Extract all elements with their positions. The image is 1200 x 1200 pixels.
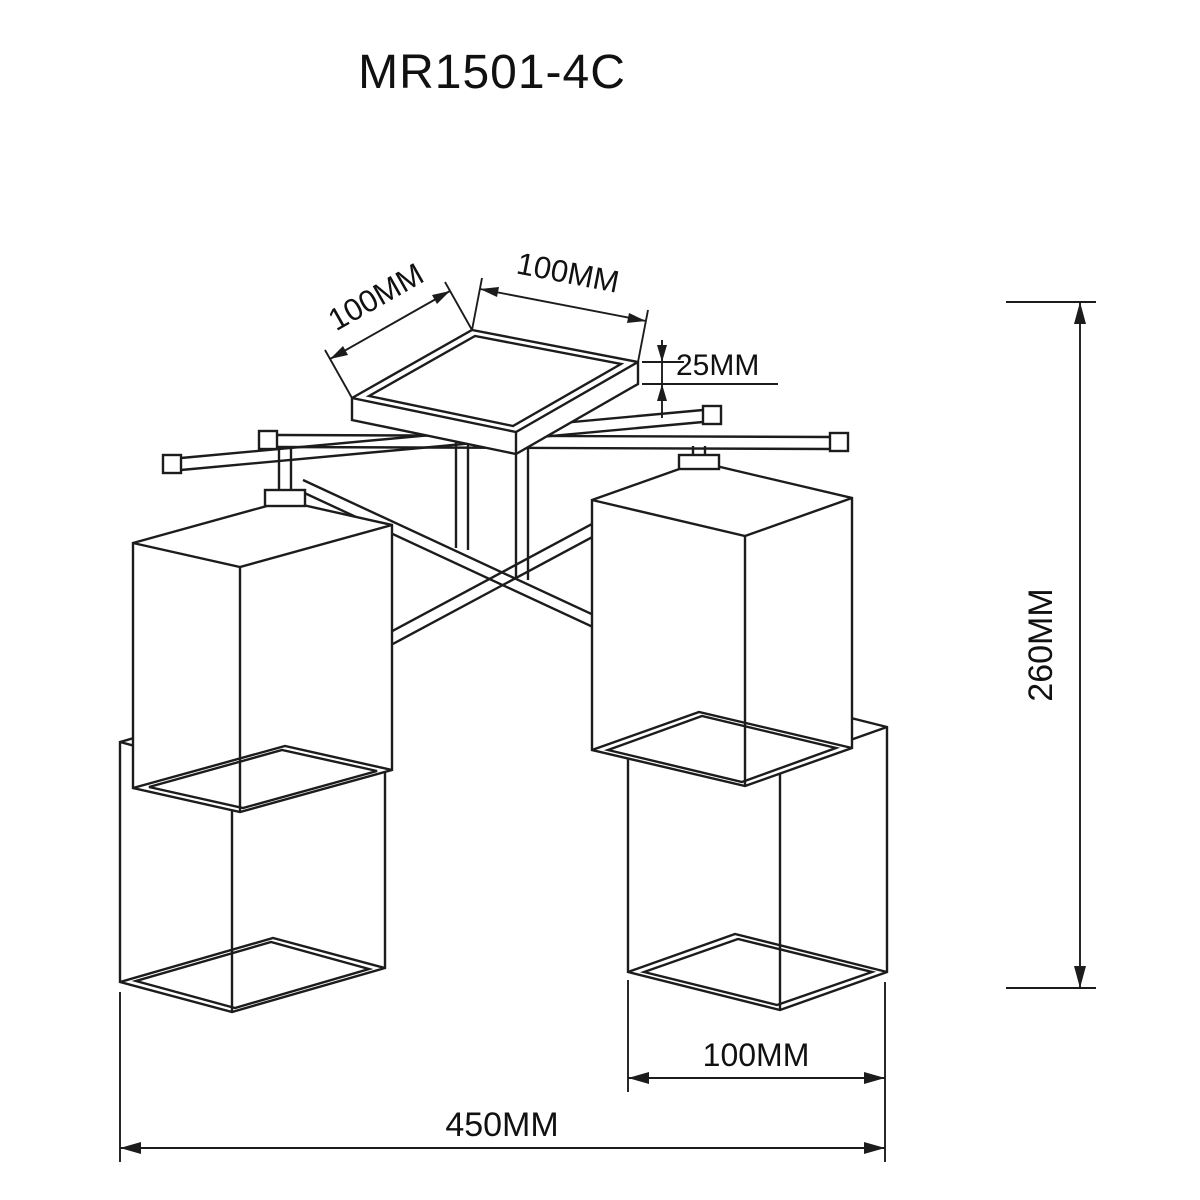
shade-mount-upper-left [263, 488, 307, 508]
dim-shade-width [627, 980, 885, 1092]
shade-mount-upper-right [677, 453, 721, 471]
dim-label-canopy-edge-left: 100MM [322, 256, 429, 337]
dim-fixture-height [1006, 301, 1096, 989]
shade-upper-left [131, 499, 394, 814]
dimension-lines [119, 277, 1096, 1162]
arm-cap-left [257, 429, 279, 451]
dim-overall-width [119, 982, 886, 1162]
arm-cap-far-right [828, 431, 850, 453]
ceiling-canopy [350, 328, 640, 456]
dim-label-overall-width: 450MM [445, 1106, 558, 1144]
dim-canopy-edge-right [471, 277, 649, 363]
drawing-title: MR1501-4C [358, 46, 626, 99]
arm-end-caps [161, 404, 850, 475]
dim-label-fixture-height: 260MM [1022, 588, 1060, 701]
dim-canopy-thickness [642, 340, 778, 418]
shade-upper-right [590, 460, 854, 788]
dim-label-shade-width: 100MM [703, 1037, 810, 1073]
dim-label-canopy-edge-right: 100MM [514, 246, 622, 300]
arm-cap-far-left [161, 453, 183, 475]
dim-label-canopy-thickness: 25MM [676, 349, 759, 382]
upper-shade-hangers [263, 446, 721, 508]
dim-canopy-edge-left [324, 281, 473, 399]
arm-cap-right [701, 404, 723, 426]
